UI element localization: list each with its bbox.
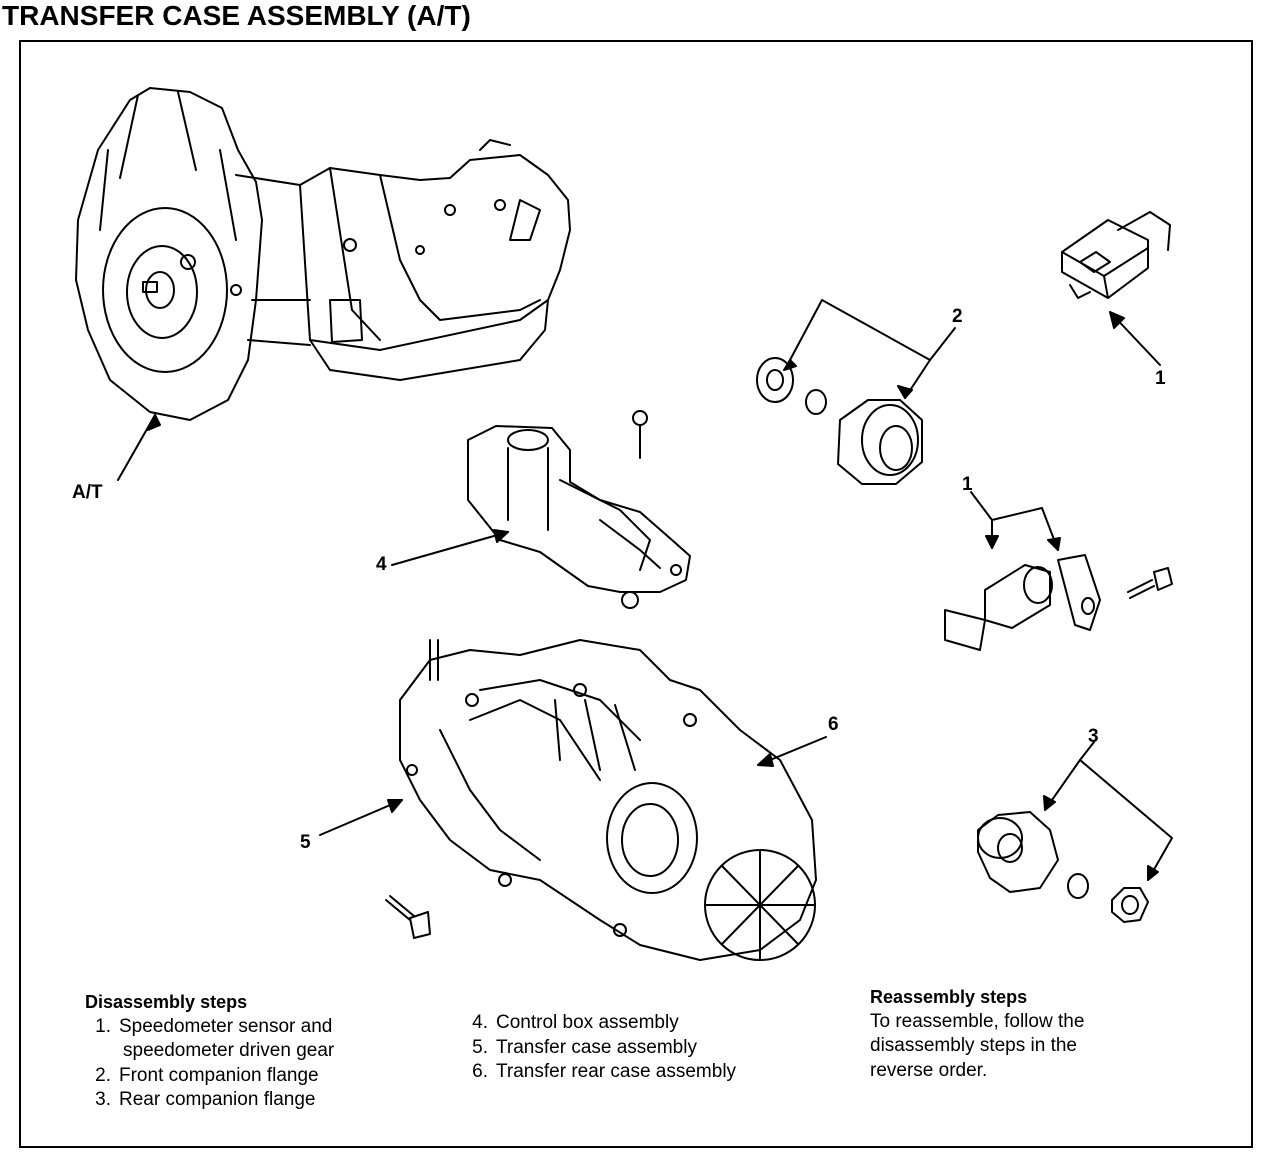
rear-companion-flange-group bbox=[977, 811, 1149, 923]
disassembly-steps: Disassembly steps 1.Speedometer sensor a… bbox=[85, 990, 334, 1113]
bracket-3 bbox=[1044, 759, 1173, 881]
bolt-small-right bbox=[1127, 567, 1173, 599]
page-title: TRANSFER CASE ASSEMBLY (A/T) bbox=[2, 0, 471, 31]
callout-1-top: 1 bbox=[1155, 368, 1166, 389]
reassembly-line: disassembly steps in the bbox=[870, 1035, 1077, 1056]
bracket-1-mid bbox=[991, 507, 1059, 551]
bolt-control-box bbox=[632, 410, 648, 459]
arrow-at bbox=[117, 414, 156, 481]
control-box-assembly bbox=[467, 425, 691, 609]
step-item: 3.Rear companion flange bbox=[95, 1089, 316, 1110]
step-item-continuation: speedometer driven gear bbox=[123, 1040, 335, 1061]
step-item: 1.Speedometer sensor and bbox=[95, 1015, 333, 1037]
callout-2: 2 bbox=[952, 306, 963, 327]
diagram-frame bbox=[19, 40, 1253, 1148]
speedometer-sensor bbox=[1061, 211, 1171, 299]
front-companion-flange-group bbox=[756, 357, 923, 485]
speedometer-driven-gear bbox=[944, 554, 1101, 651]
callout-3: 3 bbox=[1088, 726, 1099, 747]
arrow-4 bbox=[391, 531, 509, 566]
callout-at: A/T bbox=[72, 482, 103, 503]
arrow-5 bbox=[319, 799, 403, 836]
callout-4: 4 bbox=[376, 554, 387, 575]
step-item: 4.Control box assembly bbox=[472, 1012, 679, 1033]
disassembly-steps-continued: 4.Control box assembly 5.Transfer case a… bbox=[462, 1011, 736, 1085]
reassembly-heading: Reassembly steps bbox=[870, 987, 1028, 1007]
step-item: 2.Front companion flange bbox=[95, 1064, 319, 1086]
automatic-transmission bbox=[75, 87, 571, 421]
step-item: 5.Transfer case assembly bbox=[472, 1036, 697, 1058]
callout-6: 6 bbox=[828, 714, 839, 735]
bracket-2 bbox=[789, 299, 931, 361]
reassembly-line: To reassemble, follow the bbox=[870, 1010, 1085, 1032]
disassembly-heading: Disassembly steps bbox=[85, 992, 248, 1012]
reassembly-line: reverse order. bbox=[870, 1059, 988, 1081]
callout-5: 5 bbox=[300, 832, 311, 853]
callout-1-mid: 1 bbox=[962, 474, 973, 495]
bolt-transfer-case bbox=[385, 895, 431, 939]
step-item: 6.Transfer rear case assembly bbox=[472, 1061, 737, 1082]
transfer-case-assembly bbox=[399, 639, 817, 961]
reassembly-steps: Reassembly steps To reassemble, follow t… bbox=[870, 985, 1084, 1083]
